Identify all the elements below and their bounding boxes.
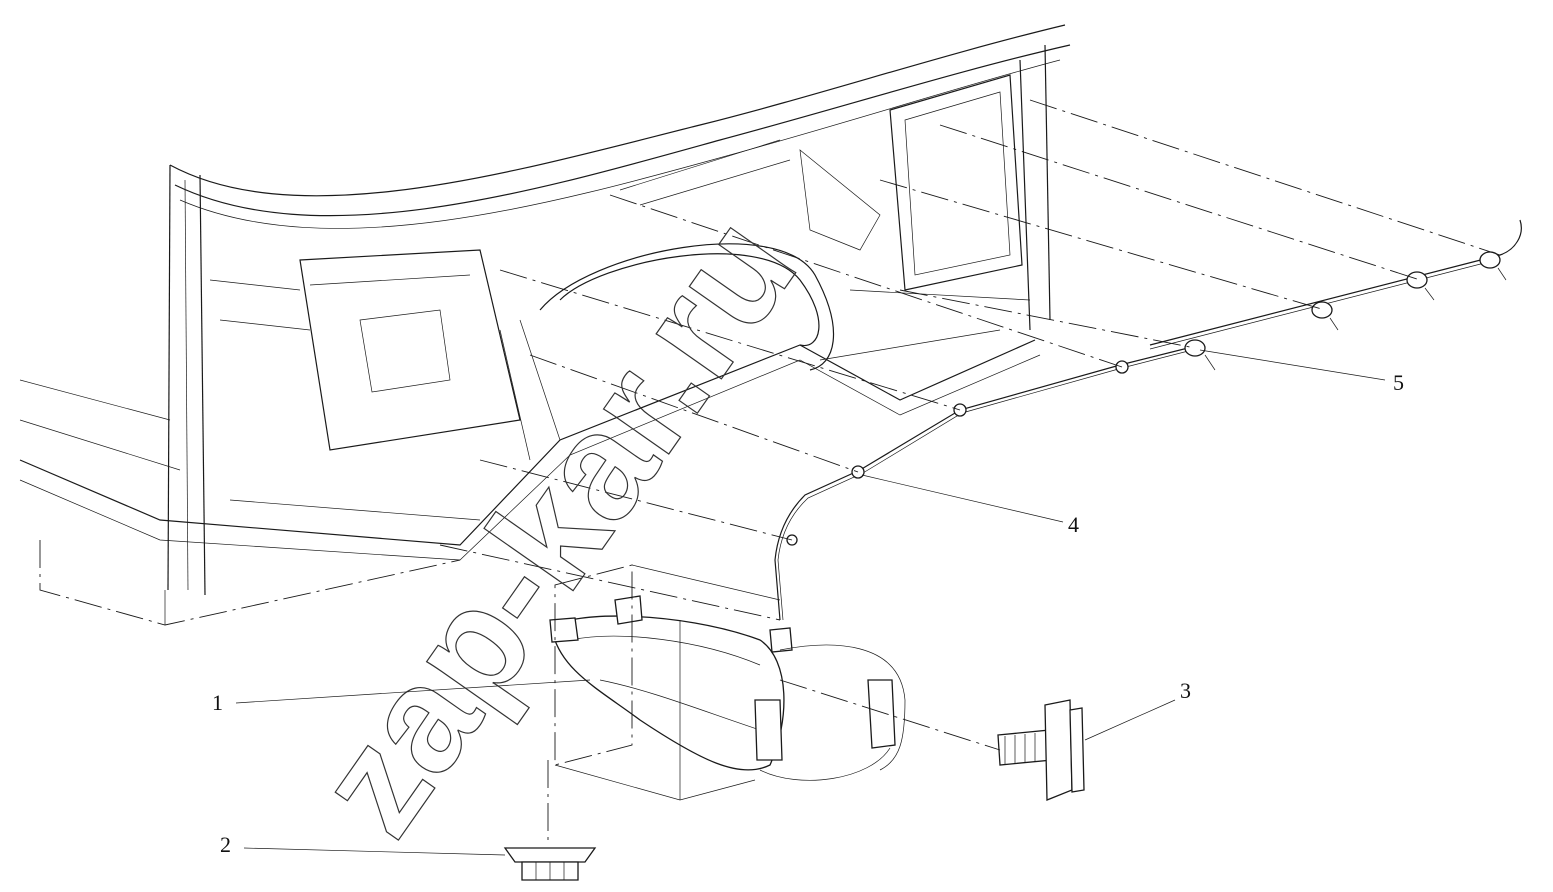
callout-labels: 1 2 3 4 5 <box>212 370 1404 857</box>
alignment-lines <box>439 99 1501 845</box>
callout-3: 3 <box>1180 678 1191 703</box>
callout-2: 2 <box>220 832 231 857</box>
fuel-tank-assembly <box>549 564 906 801</box>
vent-line-with-clips <box>1149 219 1522 371</box>
callout-4: 4 <box>1068 512 1079 537</box>
leader-lines <box>235 349 1386 856</box>
callout-5: 5 <box>1393 370 1404 395</box>
callout-1: 1 <box>212 690 223 715</box>
plug-part <box>503 847 597 881</box>
fuel-line <box>774 344 1201 621</box>
filler-cap-part <box>997 699 1085 801</box>
